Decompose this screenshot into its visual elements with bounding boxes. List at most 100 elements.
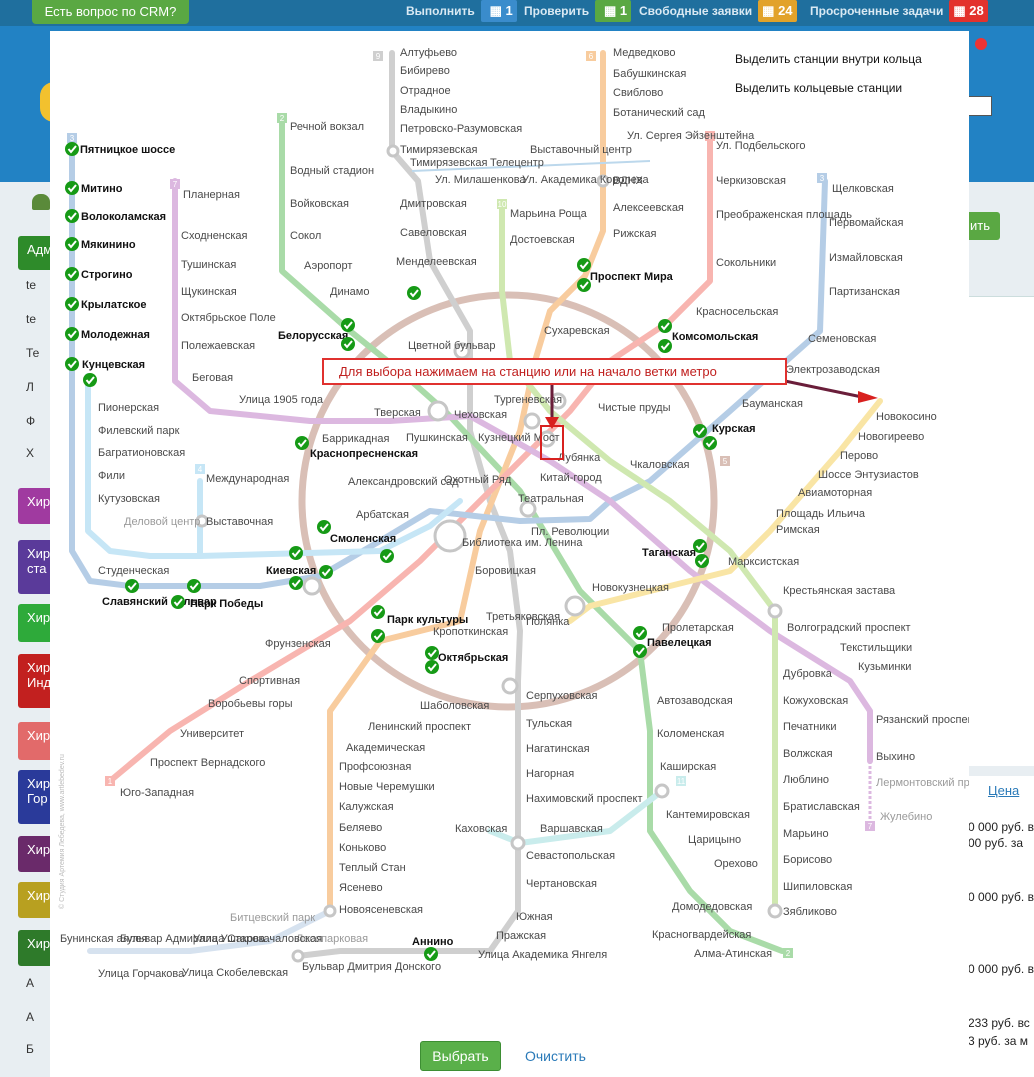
check-icon[interactable] xyxy=(341,318,355,332)
station-universitet: Университет xyxy=(180,728,244,740)
sidebar-list-item[interactable]: А xyxy=(26,1010,35,1024)
check-icon[interactable] xyxy=(65,181,79,195)
sidebar-list-item[interactable]: Л xyxy=(26,380,34,394)
check-icon[interactable] xyxy=(380,549,394,563)
sidebar-list-item[interactable]: Б xyxy=(26,1042,34,1056)
check-icon[interactable] xyxy=(693,539,707,553)
check-icon[interactable] xyxy=(289,546,303,560)
sidebar-list-item[interactable]: te xyxy=(26,278,37,292)
check-icon[interactable] xyxy=(658,339,672,353)
check-icon[interactable] xyxy=(633,626,647,640)
station-profsoyuznaya: Профсоюзная xyxy=(339,761,411,773)
free-requests-link[interactable]: Свободные заявки▦ 24 xyxy=(639,0,797,24)
sidebar-list-item[interactable]: Ф xyxy=(26,414,36,428)
sidebar-block[interactable]: Хир ста xyxy=(18,540,52,594)
selected-station-checkmarks[interactable] xyxy=(65,142,717,961)
line-12-butovo[interactable] xyxy=(87,908,333,954)
line-9-gray[interactable] xyxy=(295,50,523,959)
crm-question-button[interactable]: Есть вопрос по CRM? xyxy=(32,0,189,24)
select-button[interactable]: Выбрать xyxy=(420,1041,501,1071)
sidebar-block-label: Хир ста xyxy=(27,546,51,576)
check-icon[interactable] xyxy=(65,327,79,341)
check-icon[interactable] xyxy=(371,629,385,643)
sidebar-block[interactable]: Хир xyxy=(18,930,52,966)
check-icon[interactable] xyxy=(425,660,439,674)
line-10-lightgreen[interactable] xyxy=(499,203,778,914)
station-admirala-ushakova: Бульвар Адмирала Ушакова xyxy=(120,933,266,945)
sidebar-list-item[interactable]: Х xyxy=(26,446,35,460)
check-icon[interactable] xyxy=(319,565,333,579)
check-icon[interactable] xyxy=(371,605,385,619)
line-1-red[interactable] xyxy=(107,138,713,784)
line-badge-6: 6 xyxy=(589,52,594,61)
line-7-purple[interactable] xyxy=(172,178,873,764)
background-green-button-label: ить xyxy=(970,218,990,233)
sidebar-block[interactable]: Хир xyxy=(18,722,52,760)
sidebar-block[interactable]: Адм xyxy=(18,236,52,270)
station-labels[interactable]: Алтуфьево Бибирево Отрадное Владыкино Пе… xyxy=(60,47,969,980)
line-11-teal[interactable] xyxy=(487,788,665,846)
highlight-inside-ring-option[interactable]: Выделить станции внутри кольца xyxy=(735,52,922,66)
station-shosse-entuziastov: Шоссе Энтузиастов xyxy=(818,469,919,481)
check-icon[interactable] xyxy=(289,576,303,590)
line-badge-2: 2 xyxy=(280,114,285,123)
transfer-nodes xyxy=(195,144,783,963)
price-column-header[interactable]: Цена xyxy=(988,783,1020,798)
check-icon[interactable] xyxy=(424,947,438,961)
ring-line-5[interactable] xyxy=(298,291,718,711)
sidebar-list-item[interactable]: Те xyxy=(26,346,40,360)
check-icon[interactable] xyxy=(577,278,591,292)
sidebar-block[interactable]: Хир xyxy=(18,836,52,872)
execute-link[interactable]: Выполнить▦ 1 xyxy=(406,0,517,24)
check-icon[interactable] xyxy=(65,237,79,251)
station-medvedkovo: Медведково xyxy=(613,47,676,59)
check-icon[interactable] xyxy=(425,646,439,660)
station-zhulebino: Жулебино xyxy=(880,811,932,823)
monorail-line[interactable] xyxy=(411,160,651,172)
check-mark xyxy=(427,663,437,672)
station-baumanskaya: Бауманская xyxy=(742,398,803,410)
station-kurskaya: Курская xyxy=(712,423,756,435)
line-6-orange[interactable] xyxy=(327,50,606,914)
sidebar-block[interactable]: Хир Инд xyxy=(18,654,52,708)
sidebar-block[interactable]: Хир Гор xyxy=(18,770,52,824)
station-tyoply-stan: Теплый Стан xyxy=(339,862,406,874)
check-icon[interactable] xyxy=(317,520,331,534)
check-icon[interactable] xyxy=(703,436,717,450)
help-icon[interactable] xyxy=(975,38,987,50)
background-green-button[interactable]: ить xyxy=(968,212,1000,240)
check-icon[interactable] xyxy=(65,357,79,371)
check-icon[interactable] xyxy=(125,579,139,593)
background-select[interactable] xyxy=(968,96,992,116)
check-icon[interactable] xyxy=(65,297,79,311)
check-icon[interactable] xyxy=(187,579,201,593)
check-icon[interactable] xyxy=(65,267,79,281)
clear-button[interactable]: Очистить xyxy=(525,1048,586,1064)
station-chertanovskaya: Чертановская xyxy=(526,878,597,890)
check-mark xyxy=(695,542,705,551)
sidebar-list-item[interactable]: А xyxy=(26,976,35,990)
metro-picker-modal: 9 6 2 1 3 7 3 10 4 1 7 2 5 11 Алтуфьево … xyxy=(50,31,969,1077)
sidebar-block[interactable]: Хир xyxy=(18,488,52,524)
check-mark xyxy=(67,270,77,279)
check-icon[interactable] xyxy=(693,424,707,438)
highlight-ring-stations-option[interactable]: Выделить кольцевые станции xyxy=(735,81,903,95)
check-icon[interactable] xyxy=(658,319,672,333)
check-icon[interactable] xyxy=(171,595,185,609)
line-8-yellow[interactable] xyxy=(567,398,883,624)
check-icon[interactable] xyxy=(65,209,79,223)
check-icon[interactable] xyxy=(577,258,591,272)
sidebar-block[interactable]: Хир xyxy=(18,882,52,918)
sidebar-list-item[interactable]: te xyxy=(26,312,37,326)
overdue-tasks-link[interactable]: Просроченные задачи▦ 28 xyxy=(810,0,988,24)
check-icon[interactable] xyxy=(65,142,79,156)
check-icon[interactable] xyxy=(83,373,97,387)
check-icon[interactable] xyxy=(695,554,709,568)
check-icon[interactable] xyxy=(633,644,647,658)
check-icon[interactable] xyxy=(295,436,309,450)
check-link[interactable]: Проверить▦ 1 xyxy=(524,0,632,24)
check-icon[interactable] xyxy=(341,337,355,351)
check-icon[interactable] xyxy=(407,286,421,300)
sidebar-block[interactable]: Хир xyxy=(18,604,52,642)
check-mark xyxy=(189,582,199,591)
